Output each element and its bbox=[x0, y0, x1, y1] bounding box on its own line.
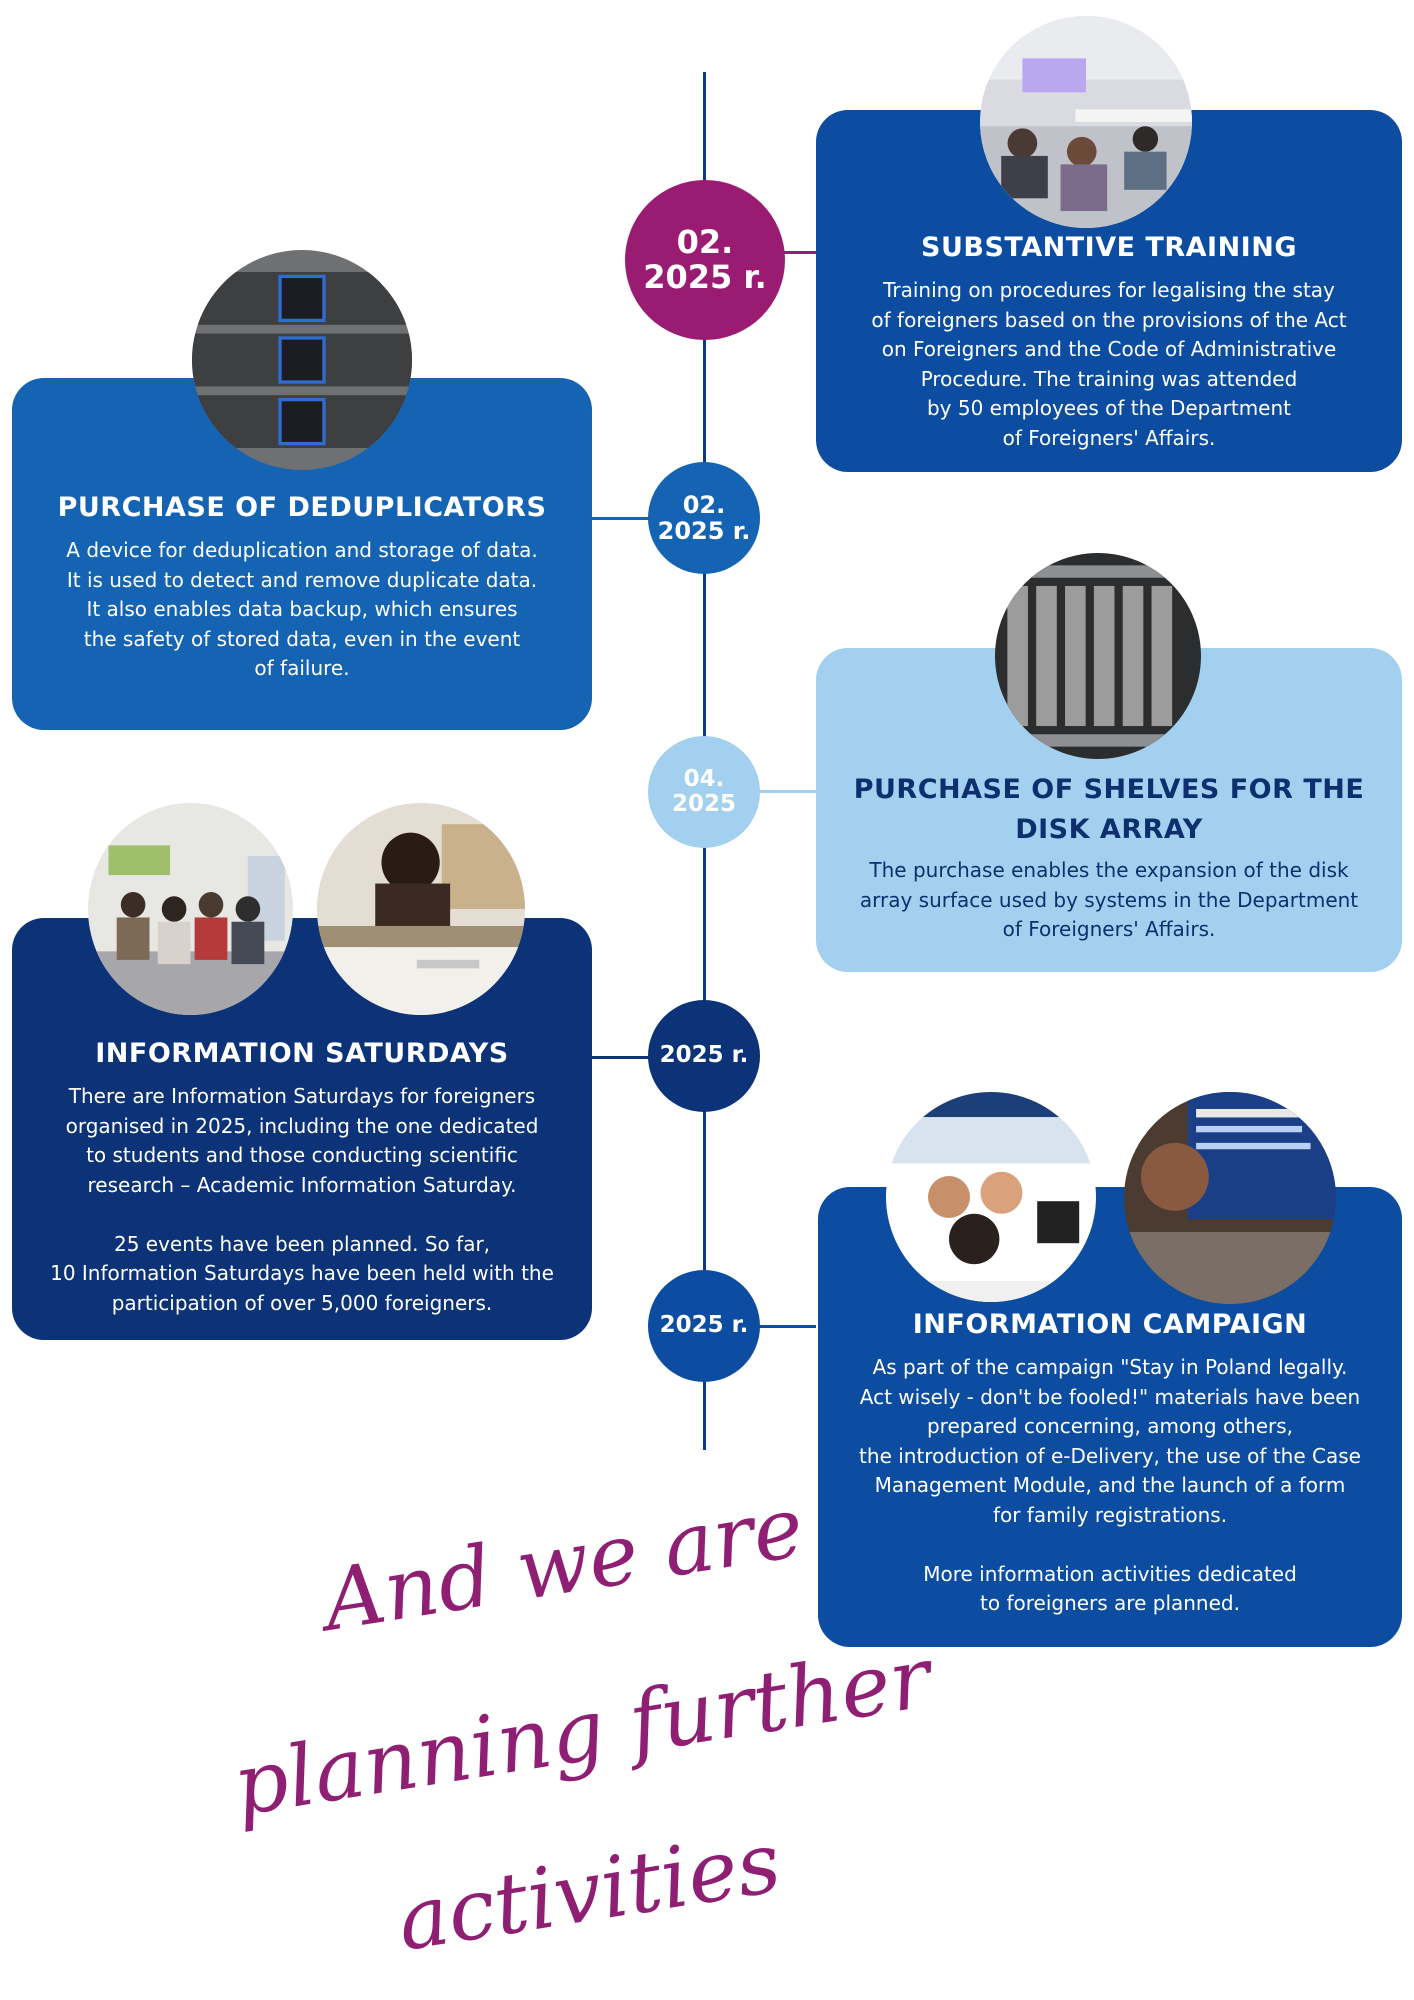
disk-array-photo bbox=[995, 553, 1201, 759]
event-date-badge: 04. 2025 bbox=[648, 736, 760, 848]
event-title: SUBSTANTIVE TRAINING bbox=[921, 232, 1297, 263]
event-title: PURCHASE OF DEDUPLICATORS bbox=[57, 492, 547, 523]
consultation-desk-photo bbox=[317, 803, 525, 1015]
event-card-disk-array: PURCHASE OF SHELVES FOR THE DISK ARRAY T… bbox=[816, 648, 1402, 972]
connector-5 bbox=[706, 1325, 816, 1328]
family-leaflet-photo bbox=[886, 1092, 1096, 1302]
event-date-badge: 2025 r. bbox=[648, 1000, 760, 1112]
event-date-badge: 02. 2025 r. bbox=[625, 180, 785, 340]
waiting-room-photo bbox=[88, 803, 293, 1015]
event-description: Training on procedures for legalising th… bbox=[871, 278, 1347, 450]
event-date-badge: 2025 r. bbox=[648, 1270, 760, 1382]
laptop-leaflet-photo bbox=[1124, 1092, 1336, 1304]
closing-line-1: And we are bbox=[316, 1477, 810, 1650]
event-description: The purchase enables the expansion of th… bbox=[859, 858, 1359, 941]
training-room-photo bbox=[980, 16, 1192, 228]
server-rack-photo bbox=[192, 250, 412, 470]
event-card-information-saturdays: INFORMATION SATURDAYS There are Informat… bbox=[12, 918, 592, 1340]
event-title: PURCHASE OF SHELVES FOR THE DISK ARRAY bbox=[853, 774, 1365, 845]
event-title: INFORMATION CAMPAIGN bbox=[912, 1309, 1308, 1340]
event-description: A device for deduplication and storage o… bbox=[66, 538, 538, 680]
event-description: There are Information Saturdays for fore… bbox=[50, 1084, 554, 1315]
event-title: INFORMATION SATURDAYS bbox=[95, 1038, 509, 1069]
event-description: As part of the campaign "Stay in Poland … bbox=[859, 1355, 1361, 1615]
closing-line-2: planning further bbox=[226, 1628, 937, 1835]
event-date-badge: 02. 2025 r. bbox=[648, 462, 760, 574]
connector-3 bbox=[706, 790, 816, 793]
closing-line-3: activities bbox=[390, 1812, 788, 1970]
